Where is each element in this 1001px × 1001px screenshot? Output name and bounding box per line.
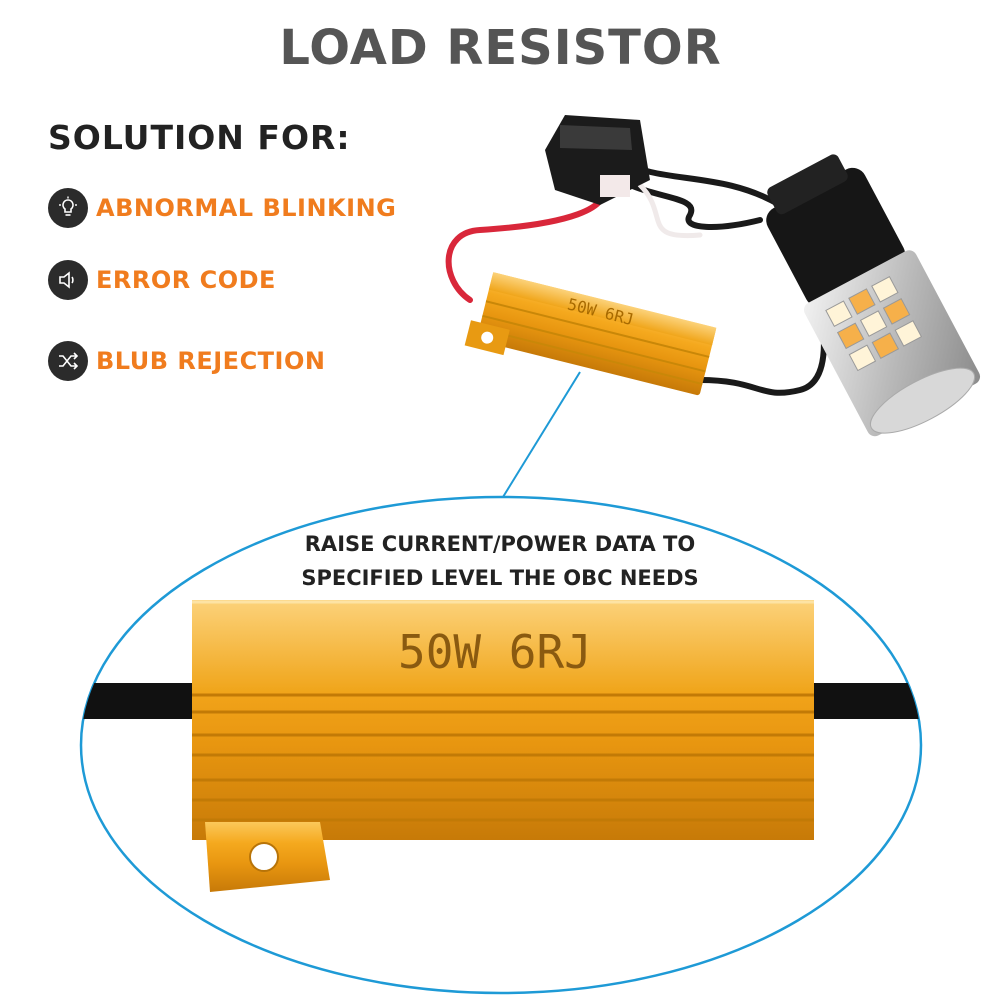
lightbulb-icon: [48, 188, 88, 228]
led-bulb: [766, 154, 981, 437]
feature-abnormal-blinking: ABNORMAL BLINKING: [48, 186, 396, 230]
left-cable: [81, 683, 210, 719]
callout-line: [502, 371, 581, 498]
feature-error-code: ERROR CODE: [48, 258, 276, 302]
section-subtitle: SOLUTION FOR:: [48, 118, 351, 157]
small-resistor: 50W 6RJ: [464, 272, 717, 396]
caption-line-2: SPECIFIED LEVEL THE OBC NEEDS: [301, 566, 699, 590]
caption-line-1: RAISE CURRENT/POWER DATA TO: [304, 532, 696, 556]
right-cable: [800, 683, 921, 719]
shuffle-icon: [48, 341, 88, 381]
feature-label: BLUB REJECTION: [96, 347, 326, 375]
caption: RAISE CURRENT/POWER DATA TO SPECIFIED LE…: [250, 527, 750, 595]
led-chips: [825, 275, 923, 372]
socket-connector: [545, 115, 650, 205]
feature-label: ABNORMAL BLINKING: [96, 194, 397, 222]
speaker-icon: [48, 260, 88, 300]
feature-blub-rejection: BLUB REJECTION: [48, 339, 325, 383]
large-resistor: [81, 600, 921, 892]
page-title: LOAD RESISTOR: [279, 20, 722, 76]
feature-label: ERROR CODE: [96, 266, 276, 294]
large-resistor-marking: 50W 6RJ: [398, 625, 592, 679]
